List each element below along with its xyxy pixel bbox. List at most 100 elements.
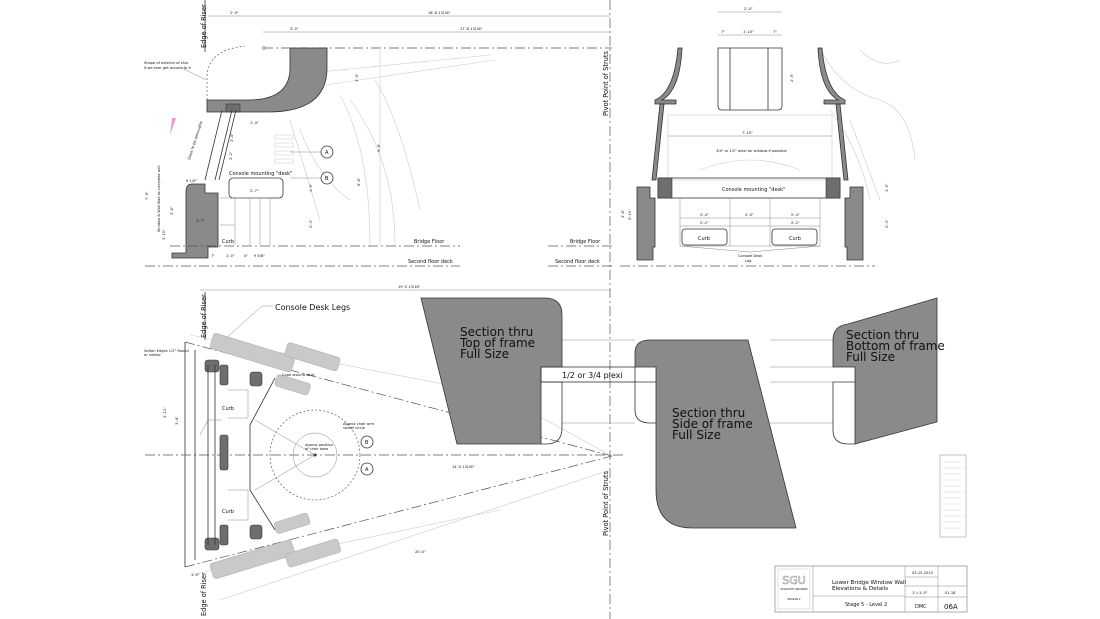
dim-label: 17'-6 13/16" xyxy=(460,27,483,31)
dim-label: 7" xyxy=(721,30,725,34)
dim-label: 3'-6" xyxy=(170,206,174,215)
dim-label: 2'-7" xyxy=(250,189,259,193)
curb-label: Curb xyxy=(222,406,234,412)
dim-label: 3'-9" xyxy=(355,73,359,82)
edge-of-riser-label: Edge of Riser xyxy=(200,572,208,616)
glass-note: Glass to be removable xyxy=(187,120,204,160)
dim-label: 9 5/8" xyxy=(254,254,265,258)
dim-label: 1'-0" xyxy=(226,254,235,258)
dim-label: 1'-9" xyxy=(885,183,889,192)
dim-label: 20'-0" xyxy=(415,550,426,554)
desk-legs-label: Console Desk Legs xyxy=(275,303,350,312)
console-desk-label: Console mounting "desk" xyxy=(229,171,292,177)
dim-label: 2'-4" xyxy=(791,213,800,217)
marker-b-label: B xyxy=(325,176,329,182)
dim-label: 3'-0" xyxy=(290,27,299,31)
section-bottom-label: Bottom of frame xyxy=(846,339,945,353)
soften-note: or similar xyxy=(144,353,161,357)
pivot-point-label: Pivot Point of Struts xyxy=(602,51,610,116)
dim-label: 2'-4" xyxy=(700,213,709,217)
second-floor-label: Second floor deck xyxy=(408,259,453,265)
plexi-note: 3/4" or 1/2" plexi for window if possibl… xyxy=(716,149,787,153)
section-bottom-label: Section thru xyxy=(846,328,919,342)
section-side-label: Full Size xyxy=(672,428,721,442)
dim-label: 1'-0" xyxy=(191,573,200,577)
dim-label: 2'-10" xyxy=(628,209,632,220)
sheet-number: 06A xyxy=(944,603,958,611)
edge-of-riser-label: Edge of Riser xyxy=(200,4,208,48)
revision-legend xyxy=(939,454,967,538)
curb-label: Curb xyxy=(222,239,234,245)
set-number: 01-18 xyxy=(945,591,956,595)
section-top-shape xyxy=(420,297,563,445)
dim-label: 6'-6" xyxy=(357,177,361,186)
edge-of-riser-label: Edge of Riser xyxy=(200,294,208,338)
dim-label: 14'-0 13/16" xyxy=(452,465,475,469)
section-side-shape xyxy=(634,339,797,529)
swivel-note: swivel circle xyxy=(343,426,366,430)
section-bottom-label: Full Size xyxy=(846,350,895,364)
console-desk-label: Console mounting "desk" xyxy=(722,187,785,193)
wall-note: Window & Wall Wall as complete unit xyxy=(157,165,161,232)
dim-label: 2'-0" xyxy=(744,7,753,11)
dim-label: 2'-3" xyxy=(885,219,889,228)
drawing-title: Lower Bridge Window Wall xyxy=(832,580,907,586)
dim-label: 1'-10" xyxy=(743,30,754,34)
second-floor-label: Second floor deck xyxy=(555,259,600,265)
dim-label: 7" xyxy=(211,254,215,258)
leg-label: Console Desk xyxy=(738,254,763,258)
dim-label: 7'-10" xyxy=(742,131,753,135)
marker-a-label: A xyxy=(325,150,329,156)
dim-label: 2'-9" xyxy=(790,73,794,82)
curb-label: Curb xyxy=(698,236,710,242)
dim-label: 1'-4" xyxy=(250,121,259,125)
section-side-label: Side of frame xyxy=(672,417,753,431)
logo-subtitle: STARGATE UNIVERSE xyxy=(780,587,808,591)
dim-label: 2'-3" xyxy=(309,219,313,228)
dim-label: 7'-9" xyxy=(145,191,149,200)
bridge-floor-label: Bridge Floor xyxy=(570,239,601,245)
dim-label: 2'-0" xyxy=(745,213,754,217)
dim-label: 19'-5 13/16" xyxy=(398,285,421,289)
dim-label: 3'-2" xyxy=(229,151,233,160)
leg-label: Leg xyxy=(745,259,751,263)
dim-label: 3'-11" xyxy=(163,407,167,418)
dim-label: 2'-2" xyxy=(700,221,709,225)
swivel-note: Approx chair arm xyxy=(343,422,374,426)
scale: 1"=1'-0" xyxy=(912,591,928,595)
logo: SGU xyxy=(782,574,806,587)
dim-label: 9 1/4" xyxy=(186,179,197,183)
cope-note: Cope around strut xyxy=(282,373,315,377)
drawing-subtitle: Elevations & Details xyxy=(832,586,888,592)
pivot-point-label: Pivot Point of Struts xyxy=(602,471,610,536)
dim-label: 3'-4" xyxy=(230,133,234,142)
date: 03-15-2010 xyxy=(912,571,934,575)
frame-sections: 1/2 or 3/4 plexi Section thru Top of fra… xyxy=(420,297,945,529)
marker-b xyxy=(360,435,374,449)
section-top-label: Top of frame xyxy=(459,336,535,350)
curb-label: Curb xyxy=(789,236,801,242)
bridge-floor-label: Bridge Floor xyxy=(414,239,445,245)
dim-label: 18'-6 13/16" xyxy=(428,11,451,15)
plexi-bar xyxy=(540,366,636,383)
dim-label: 3'-4" xyxy=(175,416,179,425)
section-side-label: Section thru xyxy=(672,406,745,420)
marker-a-label: A xyxy=(365,467,369,473)
dim-label: 2'-9" xyxy=(230,11,239,15)
dim-label: 9'-6" xyxy=(377,143,381,152)
drawn-by: DMC xyxy=(915,604,927,610)
side-elevation: Edge of Riser 2'-9" 18'-6 13/16" 3'-0" 1… xyxy=(144,0,612,619)
exterior-note: if we ever get around to it xyxy=(144,66,191,70)
marker-a xyxy=(360,462,374,476)
exterior-note: Shape of exterior of ship xyxy=(144,61,189,65)
title-block: SGU STARGATE UNIVERSE SEASON 2 Lower Bri… xyxy=(774,565,968,613)
location: Stage 5 - Level 2 xyxy=(845,602,887,608)
dim-label: 3'-6" xyxy=(621,209,625,218)
logo-season: SEASON 2 xyxy=(787,597,801,601)
chair-note: of chair base xyxy=(305,447,329,451)
dim-label: 1'-7" xyxy=(196,219,205,223)
plexi-label: 1/2 or 3/4 plexi xyxy=(562,371,623,380)
section-top-label: Section thru xyxy=(460,325,533,339)
dim-label: 3'-10" xyxy=(162,229,166,240)
